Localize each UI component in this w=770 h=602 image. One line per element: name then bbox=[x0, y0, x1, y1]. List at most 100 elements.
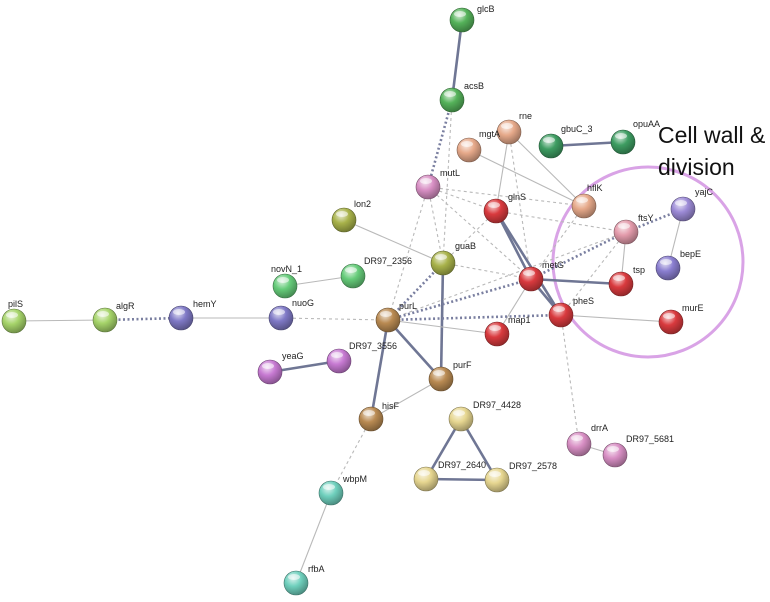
node-highlight bbox=[97, 311, 109, 317]
node-tsp[interactable]: tsp bbox=[608, 265, 645, 297]
node-label: DR97_3556 bbox=[349, 341, 397, 351]
node-label: gbuC_3 bbox=[561, 124, 593, 134]
node-dr97-2356[interactable]: DR97_2356 bbox=[340, 256, 412, 289]
node-hflk[interactable]: hflK bbox=[571, 183, 603, 219]
node-label: yajC bbox=[695, 187, 714, 197]
node-nuog[interactable]: nuoG bbox=[268, 298, 314, 331]
node-guab[interactable]: guaB bbox=[430, 241, 476, 276]
node-highlight bbox=[523, 270, 535, 276]
node-opuaa[interactable]: opuAA bbox=[610, 119, 660, 155]
node-yeag[interactable]: yeaG bbox=[257, 351, 304, 385]
node-highlight bbox=[273, 309, 285, 315]
node-label: novN_1 bbox=[271, 264, 302, 274]
node-label: algR bbox=[116, 301, 135, 311]
node-novn-1[interactable]: novN_1 bbox=[271, 264, 302, 299]
node-dr97-4428[interactable]: DR97_4428 bbox=[448, 400, 521, 432]
node-label: tsp bbox=[633, 265, 645, 275]
node-label: hemY bbox=[193, 299, 217, 309]
node-highlight bbox=[576, 197, 588, 203]
edge-ftsy-metg bbox=[530, 230, 627, 281]
node-highlight bbox=[433, 370, 445, 376]
edge-acsb-mutl bbox=[426, 99, 454, 188]
node-glcb[interactable]: glcB bbox=[449, 4, 495, 33]
node-rfba[interactable]: rfbA bbox=[283, 564, 325, 596]
node-hemy[interactable]: hemY bbox=[168, 299, 217, 331]
node-highlight bbox=[277, 277, 289, 283]
edge-mutl-metg bbox=[427, 186, 532, 280]
node-algr[interactable]: algR bbox=[92, 301, 135, 333]
annotation-line-2: division bbox=[658, 154, 735, 180]
node-label: hflK bbox=[587, 183, 603, 193]
node-label: nuoG bbox=[292, 298, 314, 308]
node-label: pheS bbox=[573, 296, 594, 306]
edge-purl-hisf bbox=[369, 319, 390, 420]
edge-rne-hflk bbox=[508, 131, 585, 207]
node-label: ftsY bbox=[638, 213, 654, 223]
node-label: glcB bbox=[477, 4, 495, 14]
node-highlight bbox=[331, 352, 343, 358]
node-highlight bbox=[489, 471, 501, 477]
node-dr97-3556[interactable]: DR97_3556 bbox=[326, 341, 397, 374]
node-label: map1 bbox=[508, 315, 531, 325]
node-highlight bbox=[488, 202, 500, 208]
node-highlight bbox=[461, 141, 473, 147]
node-rne[interactable]: rne bbox=[496, 111, 532, 145]
node-dr97-2578[interactable]: DR97_2578 bbox=[484, 461, 557, 493]
node-highlight bbox=[444, 91, 456, 97]
node-drra[interactable]: drrA bbox=[566, 423, 608, 457]
node-lon2[interactable]: lon2 bbox=[331, 199, 371, 233]
edge-pils-algr bbox=[13, 319, 106, 322]
edge-acsb-guab bbox=[442, 99, 453, 264]
node-highlight bbox=[618, 223, 630, 229]
edge-guab-purf bbox=[439, 262, 445, 380]
node-mutl[interactable]: mutL bbox=[415, 168, 460, 200]
edge-rne-glns bbox=[495, 131, 510, 212]
node-dr97-2640[interactable]: DR97_2640 bbox=[413, 460, 486, 492]
edge-nuog-purl bbox=[280, 317, 389, 321]
edge-ftsy-purl bbox=[387, 231, 627, 321]
node-label: DR97_2356 bbox=[364, 256, 412, 266]
node-purf[interactable]: purF bbox=[428, 360, 472, 392]
node-highlight bbox=[615, 133, 627, 139]
edge-mutl-hflk bbox=[427, 186, 585, 207]
node-highlight bbox=[363, 410, 375, 416]
edge-purl-purf bbox=[387, 319, 442, 380]
edge-purf-hisf bbox=[370, 378, 442, 420]
node-highlight bbox=[571, 435, 583, 441]
node-mure[interactable]: murE bbox=[658, 303, 704, 335]
node-label: opuAA bbox=[633, 119, 660, 129]
node-mgta[interactable]: mgtA bbox=[456, 129, 500, 163]
node-highlight bbox=[607, 446, 619, 452]
node-glns[interactable]: glnS bbox=[483, 192, 526, 224]
node-map1[interactable]: map1 bbox=[484, 315, 531, 347]
node-bepe[interactable]: bepE bbox=[655, 249, 701, 281]
node-label: mgtA bbox=[479, 129, 500, 139]
edge-hisf-wbpm bbox=[330, 418, 372, 494]
edge-phes-mure bbox=[560, 314, 672, 323]
node-highlight bbox=[663, 313, 675, 319]
node-highlight bbox=[336, 211, 348, 217]
node-acsb[interactable]: acsB bbox=[439, 81, 484, 113]
node-wbpm[interactable]: wbpM bbox=[318, 474, 367, 506]
edge-wbpm-rfba bbox=[295, 492, 332, 584]
node-label: metG bbox=[542, 260, 564, 270]
node-label: DR97_5681 bbox=[626, 434, 674, 444]
node-label: murE bbox=[682, 303, 704, 313]
node-purl[interactable]: purL bbox=[375, 301, 417, 333]
node-phes[interactable]: pheS bbox=[548, 296, 594, 328]
edge-guab-metg bbox=[442, 262, 532, 280]
node-highlight bbox=[613, 275, 625, 281]
node-pils[interactable]: pilS bbox=[1, 299, 27, 334]
edge-rne-metg bbox=[508, 131, 532, 280]
node-highlight bbox=[435, 254, 447, 260]
node-highlight bbox=[454, 11, 466, 17]
edge-mutl-purl bbox=[387, 186, 429, 321]
node-metg[interactable]: metG bbox=[518, 260, 564, 292]
node-highlight bbox=[660, 259, 672, 265]
node-ftsy[interactable]: ftsY bbox=[613, 213, 654, 245]
node-gbuc-3[interactable]: gbuC_3 bbox=[538, 124, 593, 159]
node-dr97-5681[interactable]: DR97_5681 bbox=[602, 434, 674, 468]
node-yajc[interactable]: yajC bbox=[670, 187, 714, 222]
node-hisf[interactable]: hisF bbox=[358, 401, 400, 432]
